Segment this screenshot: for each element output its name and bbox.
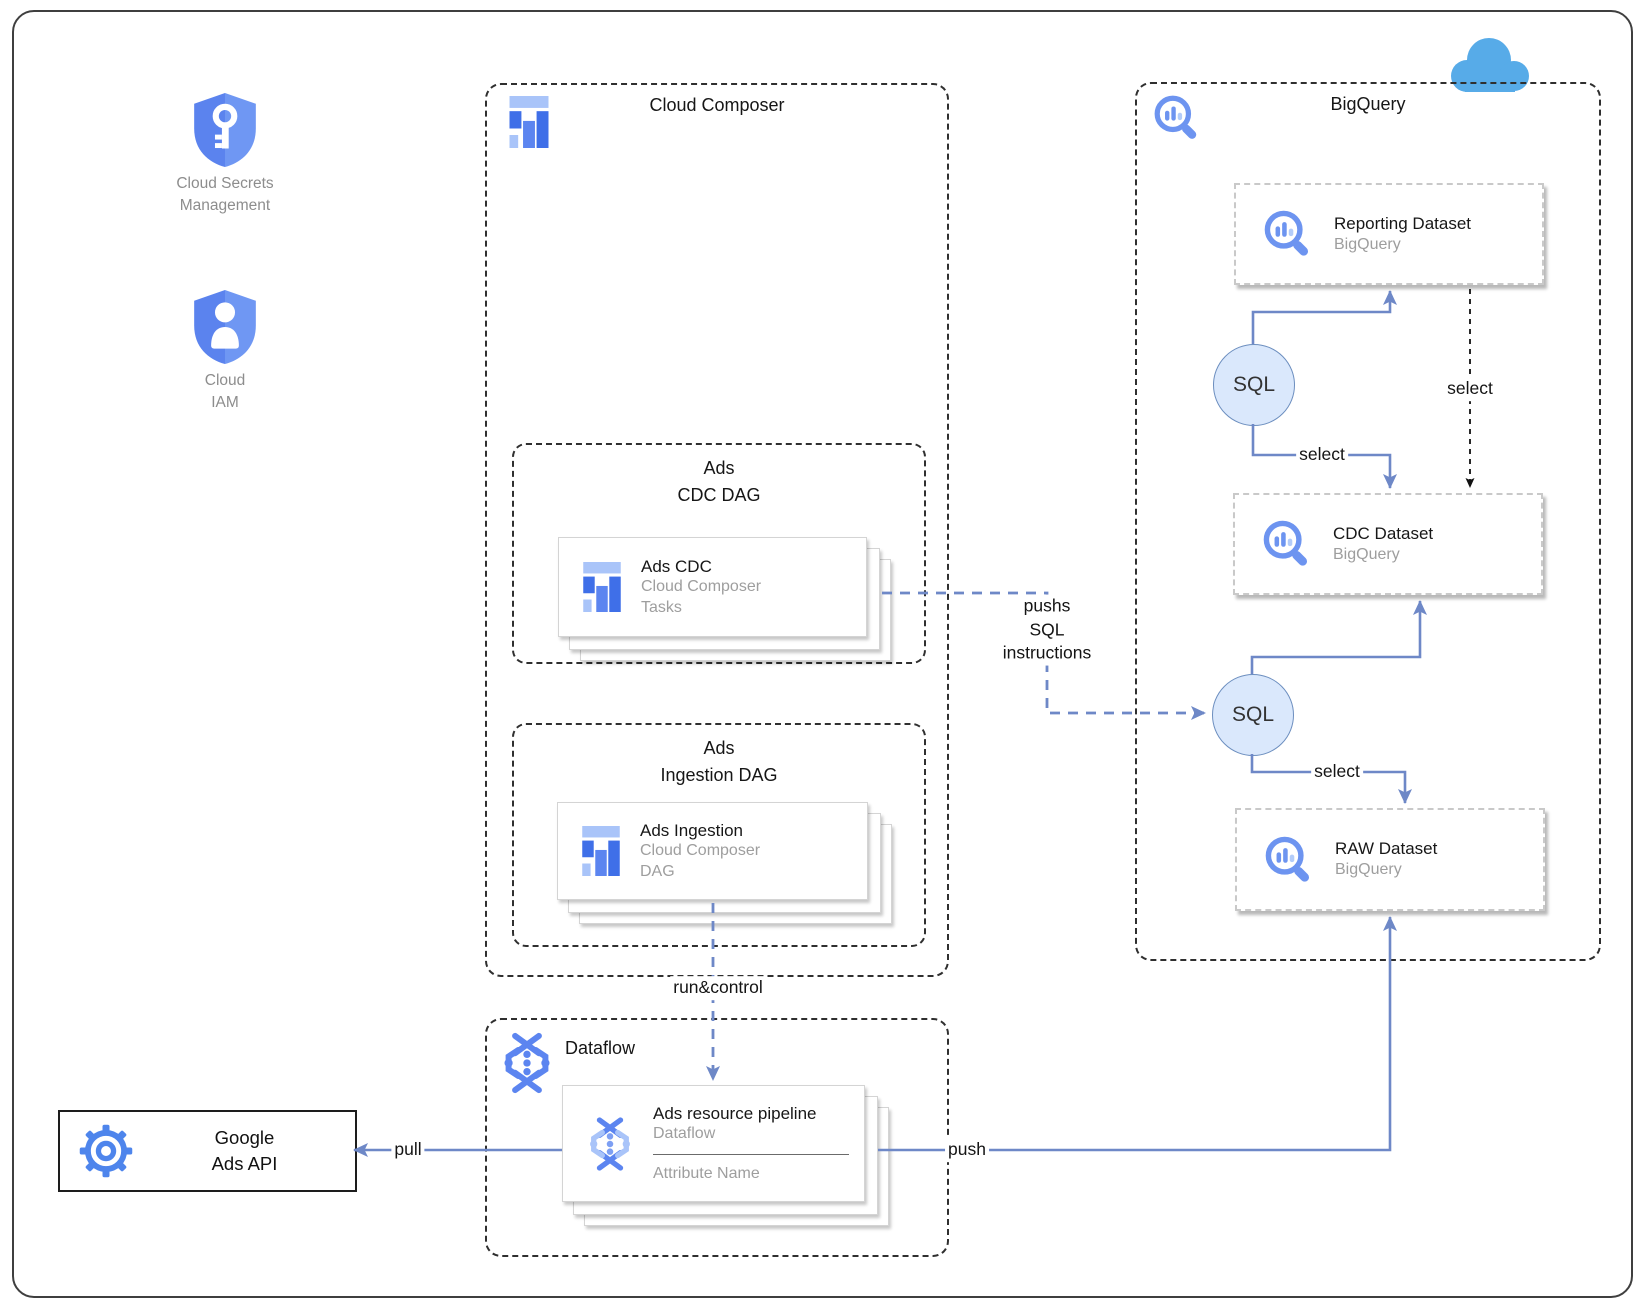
- sql-upper-label: SQL: [1232, 373, 1276, 396]
- ads-resource-pipeline-card: Ads resource pipeline Dataflow Attribute…: [562, 1085, 889, 1226]
- sql-node-upper: SQL: [1213, 344, 1295, 426]
- composer-icon: [583, 562, 621, 612]
- ads-cdc-card: Ads CDC Cloud Composer Tasks: [558, 537, 891, 661]
- select-label-dashed: select: [1444, 377, 1496, 401]
- cloud-composer-icon: [508, 96, 550, 148]
- ads-cdc-card-sub1: Cloud Composer: [641, 578, 762, 596]
- outer-border: [12, 10, 1633, 1298]
- select-label-upper: select: [1296, 443, 1348, 467]
- pushs-line1: pushs: [1023, 595, 1071, 616]
- raw-dataset-card: RAW Dataset BigQuery: [1235, 808, 1545, 911]
- reporting-dataset-sub: BigQuery: [1334, 235, 1401, 253]
- cloud-iam: Cloud IAM: [150, 290, 300, 415]
- push-label: push: [945, 1138, 989, 1162]
- iam-label-line2: IAM: [211, 394, 239, 412]
- pushs-line2: SQL: [1029, 619, 1065, 640]
- bigquery-title: BigQuery: [1330, 94, 1406, 114]
- dataflow-icon: [501, 1032, 553, 1094]
- pipeline-title: Ads resource pipeline: [653, 1103, 817, 1123]
- pushs-sql-label: pushs SQL instructions: [999, 594, 1095, 666]
- sql-node-lower: SQL: [1212, 674, 1294, 756]
- pipeline-divider: [653, 1153, 849, 1155]
- sql-lower-label: SQL: [1231, 703, 1275, 726]
- shield-person-icon: [194, 290, 256, 364]
- ads-cdc-dag-title-line1: Ads: [703, 458, 735, 478]
- ads-ingestion-dag-container: Ads Ingestion DAG: [512, 723, 926, 947]
- bigquery-icon: [1265, 836, 1310, 882]
- cloud-composer-title: Cloud Composer: [649, 95, 785, 115]
- raw-dataset-sub: BigQuery: [1335, 861, 1402, 879]
- cdc-dataset-title: CDC Dataset: [1333, 523, 1434, 543]
- ads-cdc-dag-container: Ads CDC DAG: [512, 443, 926, 664]
- ads-ingestion-dag-title-line2: Ingestion DAG: [660, 765, 778, 785]
- cloud-secrets-management: Cloud Secrets Management: [150, 93, 300, 218]
- cdc-dataset-card: CDC Dataset BigQuery: [1233, 493, 1543, 595]
- pipeline-sub: Dataflow: [653, 1125, 716, 1143]
- bigquery-icon: [1264, 210, 1309, 256]
- composer-icon: [582, 826, 620, 876]
- bigquery-icon: [1263, 520, 1308, 566]
- cloud-composer-container: Cloud Composer: [485, 83, 949, 977]
- reporting-dataset-card: Reporting Dataset BigQuery: [1234, 183, 1544, 285]
- dataflow-title: Dataflow: [565, 1038, 636, 1058]
- google-ads-api-line1: Google: [214, 1127, 275, 1149]
- ads-cdc-card-sub2: Tasks: [641, 598, 682, 616]
- iam-label-line1: Cloud: [204, 372, 246, 389]
- ads-ingestion-card-title: Ads Ingestion: [640, 820, 744, 840]
- ads-cdc-dag-title-line2: CDC DAG: [677, 485, 761, 505]
- ads-ingestion-card-sub1: Cloud Composer: [640, 842, 761, 860]
- ads-cdc-card-title: Ads CDC: [641, 556, 712, 576]
- cdc-dataset-sub: BigQuery: [1333, 545, 1400, 563]
- secrets-label-line2: Management: [179, 197, 271, 215]
- ads-ingestion-card: Ads Ingestion Cloud Composer DAG: [557, 802, 892, 924]
- raw-dataset-title: RAW Dataset: [1335, 839, 1438, 859]
- gear-icon: [79, 1124, 133, 1178]
- dataflow-icon: [590, 1116, 630, 1171]
- reporting-dataset-title: Reporting Dataset: [1334, 213, 1472, 233]
- select-label-lower: select: [1311, 760, 1363, 784]
- secrets-label-line1: Cloud Secrets: [176, 175, 274, 192]
- bigquery-icon: [1152, 93, 1202, 143]
- ads-ingestion-card-sub2: DAG: [640, 862, 675, 880]
- pushs-line3: instructions: [1002, 642, 1092, 663]
- run-control-label: run&control: [670, 976, 766, 1000]
- pull-label: pull: [391, 1138, 425, 1162]
- ads-ingestion-dag-title-line1: Ads: [703, 738, 735, 758]
- pipeline-attribute: Attribute Name: [653, 1164, 760, 1182]
- google-ads-api-line2: Ads API: [211, 1153, 278, 1174]
- google-ads-api-box: Google Ads API: [58, 1110, 357, 1192]
- shield-key-icon: [194, 93, 256, 167]
